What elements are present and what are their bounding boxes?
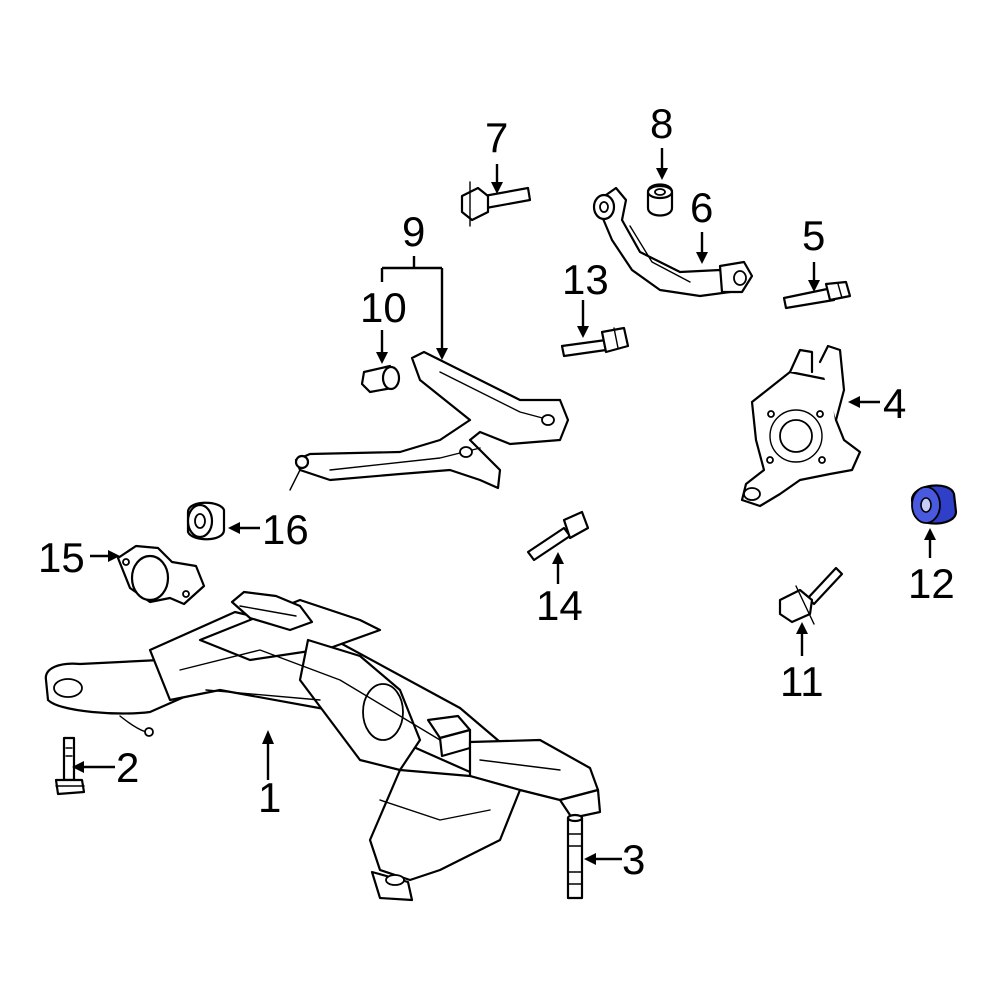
callout-3: 3: [622, 836, 645, 883]
bushing-part-10[interactable]: [360, 364, 401, 394]
stud-part-3[interactable]: [566, 813, 584, 900]
callout-8: 8: [650, 100, 673, 147]
callout-2: 2: [116, 744, 139, 791]
bushing-part-16[interactable]: [186, 501, 226, 541]
callout-6: 6: [690, 184, 713, 231]
bolt-part-11[interactable]: [778, 566, 844, 625]
callout-1: 1: [258, 774, 281, 821]
callout-9: 9: [402, 208, 425, 255]
callout-11: 11: [780, 658, 824, 705]
bolt-part-14[interactable]: [526, 510, 590, 562]
callout-16: 16: [262, 506, 309, 553]
callout-5: 5: [802, 212, 825, 259]
mount-part-15[interactable]: [116, 544, 206, 606]
bolt-part-5[interactable]: [782, 280, 852, 310]
callout-10: 10: [360, 284, 407, 331]
bolt-part-2[interactable]: [54, 736, 86, 796]
callout-labels: 1 2 3 4 5 6 7 8 9 10 11 12 13 14 15 16: [38, 100, 955, 883]
bolt-part-13[interactable]: [560, 326, 630, 358]
bushing-part-12-highlighted[interactable]: [910, 484, 958, 525]
lower-arm-part[interactable]: [289, 350, 570, 491]
callout-7: 7: [485, 114, 508, 161]
crossmember-part[interactable]: [44, 590, 602, 902]
knuckle-part[interactable]: [740, 344, 862, 508]
callout-14: 14: [536, 582, 583, 629]
callout-15: 15: [38, 534, 85, 581]
bushing-part-8[interactable]: [646, 183, 674, 217]
callout-12: 12: [908, 560, 955, 607]
callout-4: 4: [883, 380, 906, 427]
callout-13: 13: [562, 256, 609, 303]
upper-arm-part[interactable]: [592, 186, 754, 298]
bolt-part-7[interactable]: [460, 181, 532, 227]
callout-leaders: [72, 148, 936, 865]
